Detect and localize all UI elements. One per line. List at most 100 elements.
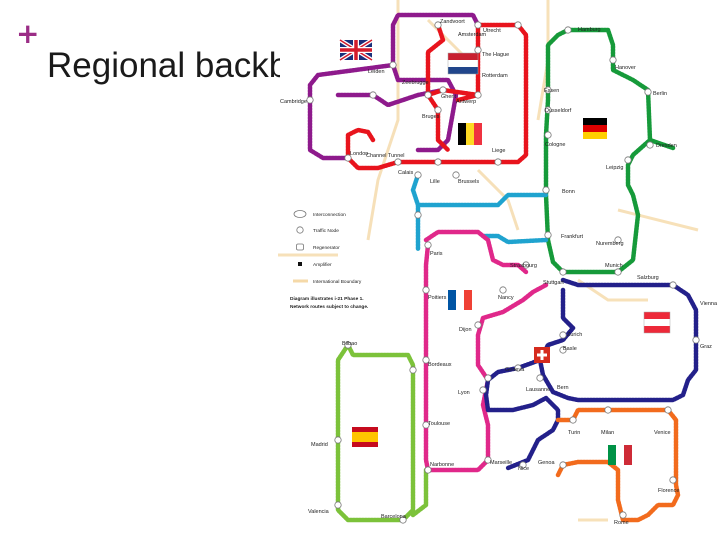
city-label: Hanover [615, 65, 636, 71]
node-icon [452, 171, 460, 179]
city-label: Geneva [505, 367, 525, 373]
node-icon [414, 211, 422, 219]
node-icon [389, 61, 397, 69]
city-label: Stuttgart [543, 280, 564, 286]
network-nodes [306, 21, 700, 524]
es-flag-red-top [352, 427, 378, 432]
node-icon [692, 336, 700, 344]
es-flag-yellow [352, 432, 378, 442]
node-icon [619, 511, 627, 519]
city-label: Milan [601, 430, 614, 436]
city-label: Munich [605, 263, 623, 269]
at-flag-red-top [644, 312, 670, 319]
node-icon [559, 268, 567, 276]
city-label: Cambridge [280, 99, 307, 105]
node-icon [559, 461, 567, 469]
city-label: Lyon [458, 390, 470, 396]
city-label: Brussels [458, 179, 479, 185]
node-icon [614, 236, 622, 244]
germany-flag-icon [583, 118, 607, 139]
node-icon [664, 406, 672, 414]
node-icon [559, 331, 567, 339]
city-label: Dusseldorf [545, 108, 572, 114]
city-label: Calais [398, 170, 414, 176]
city-label: Antwerp [456, 99, 476, 105]
city-label: Amsterdam [458, 32, 487, 38]
node-icon [422, 356, 430, 364]
legend-item-regenerator: Regenerator [296, 243, 340, 251]
node-icon [409, 366, 417, 374]
france-flag-icon [448, 290, 472, 310]
legend-item-amplifier: Amplifier [298, 262, 332, 268]
map-legend: Interconnection Traffic Node Regenerator… [290, 210, 368, 310]
city-label: Utrecht [483, 28, 501, 34]
node-icon [484, 456, 492, 464]
node-icon [624, 156, 632, 164]
fr-flag-red [464, 290, 472, 310]
city-label: London [350, 151, 368, 157]
city-label: Essen [544, 88, 559, 94]
navy-route [483, 277, 699, 471]
bg-road [617, 208, 699, 232]
bg-road [476, 168, 520, 231]
city-label: Nuremberg [596, 241, 624, 247]
nl-flag-border [447, 52, 479, 75]
node-icon [414, 171, 422, 179]
city-label: Bordeaux [428, 362, 452, 368]
switzerland-flag-icon [534, 347, 550, 363]
node-icon [542, 186, 550, 194]
traffic-node-icon [296, 226, 304, 234]
be-flag-black [458, 123, 466, 145]
bg-road [366, 0, 400, 241]
belgium-flag-icon [458, 123, 482, 145]
interconnection-icon [293, 210, 307, 218]
city-label: Madrid [311, 442, 328, 448]
uk-flag-cross-red [340, 40, 372, 60]
node-icon [484, 374, 492, 382]
orange-route [555, 407, 681, 523]
es-flag-red-bottom [352, 442, 378, 447]
node-icon [434, 21, 442, 29]
node-icon [609, 56, 617, 64]
legend-label: Regenerator [313, 245, 340, 251]
node-icon [334, 501, 342, 509]
city-label: Venice [654, 430, 671, 436]
city-label: Rotterdam [482, 73, 508, 79]
node-icon [559, 346, 567, 354]
fr-flag-blue [448, 290, 456, 310]
node-icon [514, 21, 522, 29]
node-icon [514, 364, 522, 372]
node-icon [474, 46, 482, 54]
legend-note: Network routes subject to change. [290, 304, 368, 310]
node-icon [544, 231, 552, 239]
node-icon [434, 158, 442, 166]
node-icon [474, 91, 482, 99]
legend-label: Amplifier [313, 262, 332, 268]
city-label: Ghent [441, 94, 456, 100]
city-label: Strasbourg [510, 263, 537, 269]
city-label: Barcelona [381, 514, 407, 520]
node-icon [536, 374, 544, 382]
city-label: Paris [430, 251, 443, 257]
at-flag-white [644, 319, 670, 326]
austria-flag-icon [643, 311, 671, 334]
city-label: Vienna [700, 301, 718, 307]
node-icon [434, 106, 442, 114]
amplifier-icon [298, 262, 302, 266]
city-label: Toulouse [428, 421, 450, 427]
node-icon [569, 416, 577, 424]
de-flag-gold [583, 132, 607, 139]
city-label: Narbonne [430, 462, 454, 468]
city-label: Bruges [422, 114, 440, 120]
city-label: Basle [563, 346, 577, 352]
legend-note: Diagram illustrates i-21 Phase 1. [290, 296, 364, 302]
node-icon [669, 281, 677, 289]
node-icon [669, 476, 677, 484]
de-flag-black [583, 118, 607, 125]
city-labels: Zandvoort Amsterdam Utrecht The Hague Ro… [280, 19, 718, 526]
legend-item-boundary: International Boundary [293, 279, 362, 285]
node-icon [344, 341, 352, 349]
uk-flag-icon [338, 38, 374, 62]
node-icon [394, 158, 402, 166]
node-icon [564, 26, 572, 34]
